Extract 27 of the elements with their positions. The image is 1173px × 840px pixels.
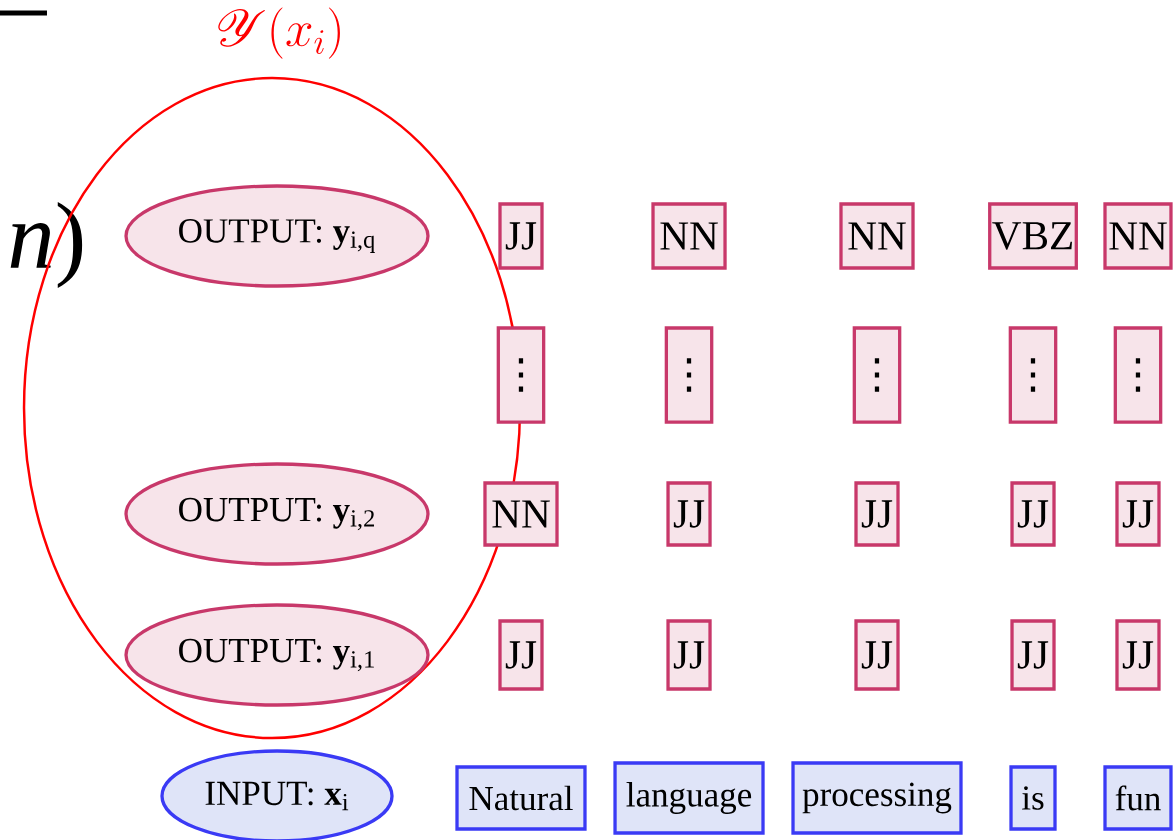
tag-box: JJ [498, 202, 544, 270]
tag-box: JJ [854, 481, 900, 547]
tag-box: JJ [854, 619, 900, 691]
tag-box: JJ [1010, 619, 1056, 691]
ellipsis-box: ⋮ [664, 326, 714, 424]
word-box: is [1009, 765, 1057, 831]
ellipsis-box: ⋮ [496, 326, 546, 424]
tag-box: NN [651, 202, 727, 270]
word-box: processing [791, 761, 963, 835]
ellipsis-box: ⋮ [1113, 326, 1163, 424]
ellipsis-box: ⋮ [852, 326, 902, 424]
tag-box: JJ [1115, 481, 1161, 547]
tag-box: JJ [666, 619, 712, 691]
tag-box: NN [1103, 202, 1173, 270]
word-box: fun [1103, 765, 1173, 831]
tag-box: JJ [498, 619, 544, 691]
node-label: $\mathscr{Y}(x_i)$ [218, 7, 340, 59]
tag-box: VBZ [988, 202, 1078, 270]
tag-box: JJ [1010, 481, 1056, 547]
tag-box: NN [839, 202, 915, 270]
tag-box: NN [483, 481, 559, 547]
tag-box: JJ [1115, 619, 1161, 691]
cut-off-text: n) [10, 202, 83, 288]
word-box: language [613, 761, 765, 835]
tag-box: JJ [666, 481, 712, 547]
word-box: Natural [455, 765, 587, 831]
ellipsis-box: ⋮ [1008, 326, 1058, 424]
